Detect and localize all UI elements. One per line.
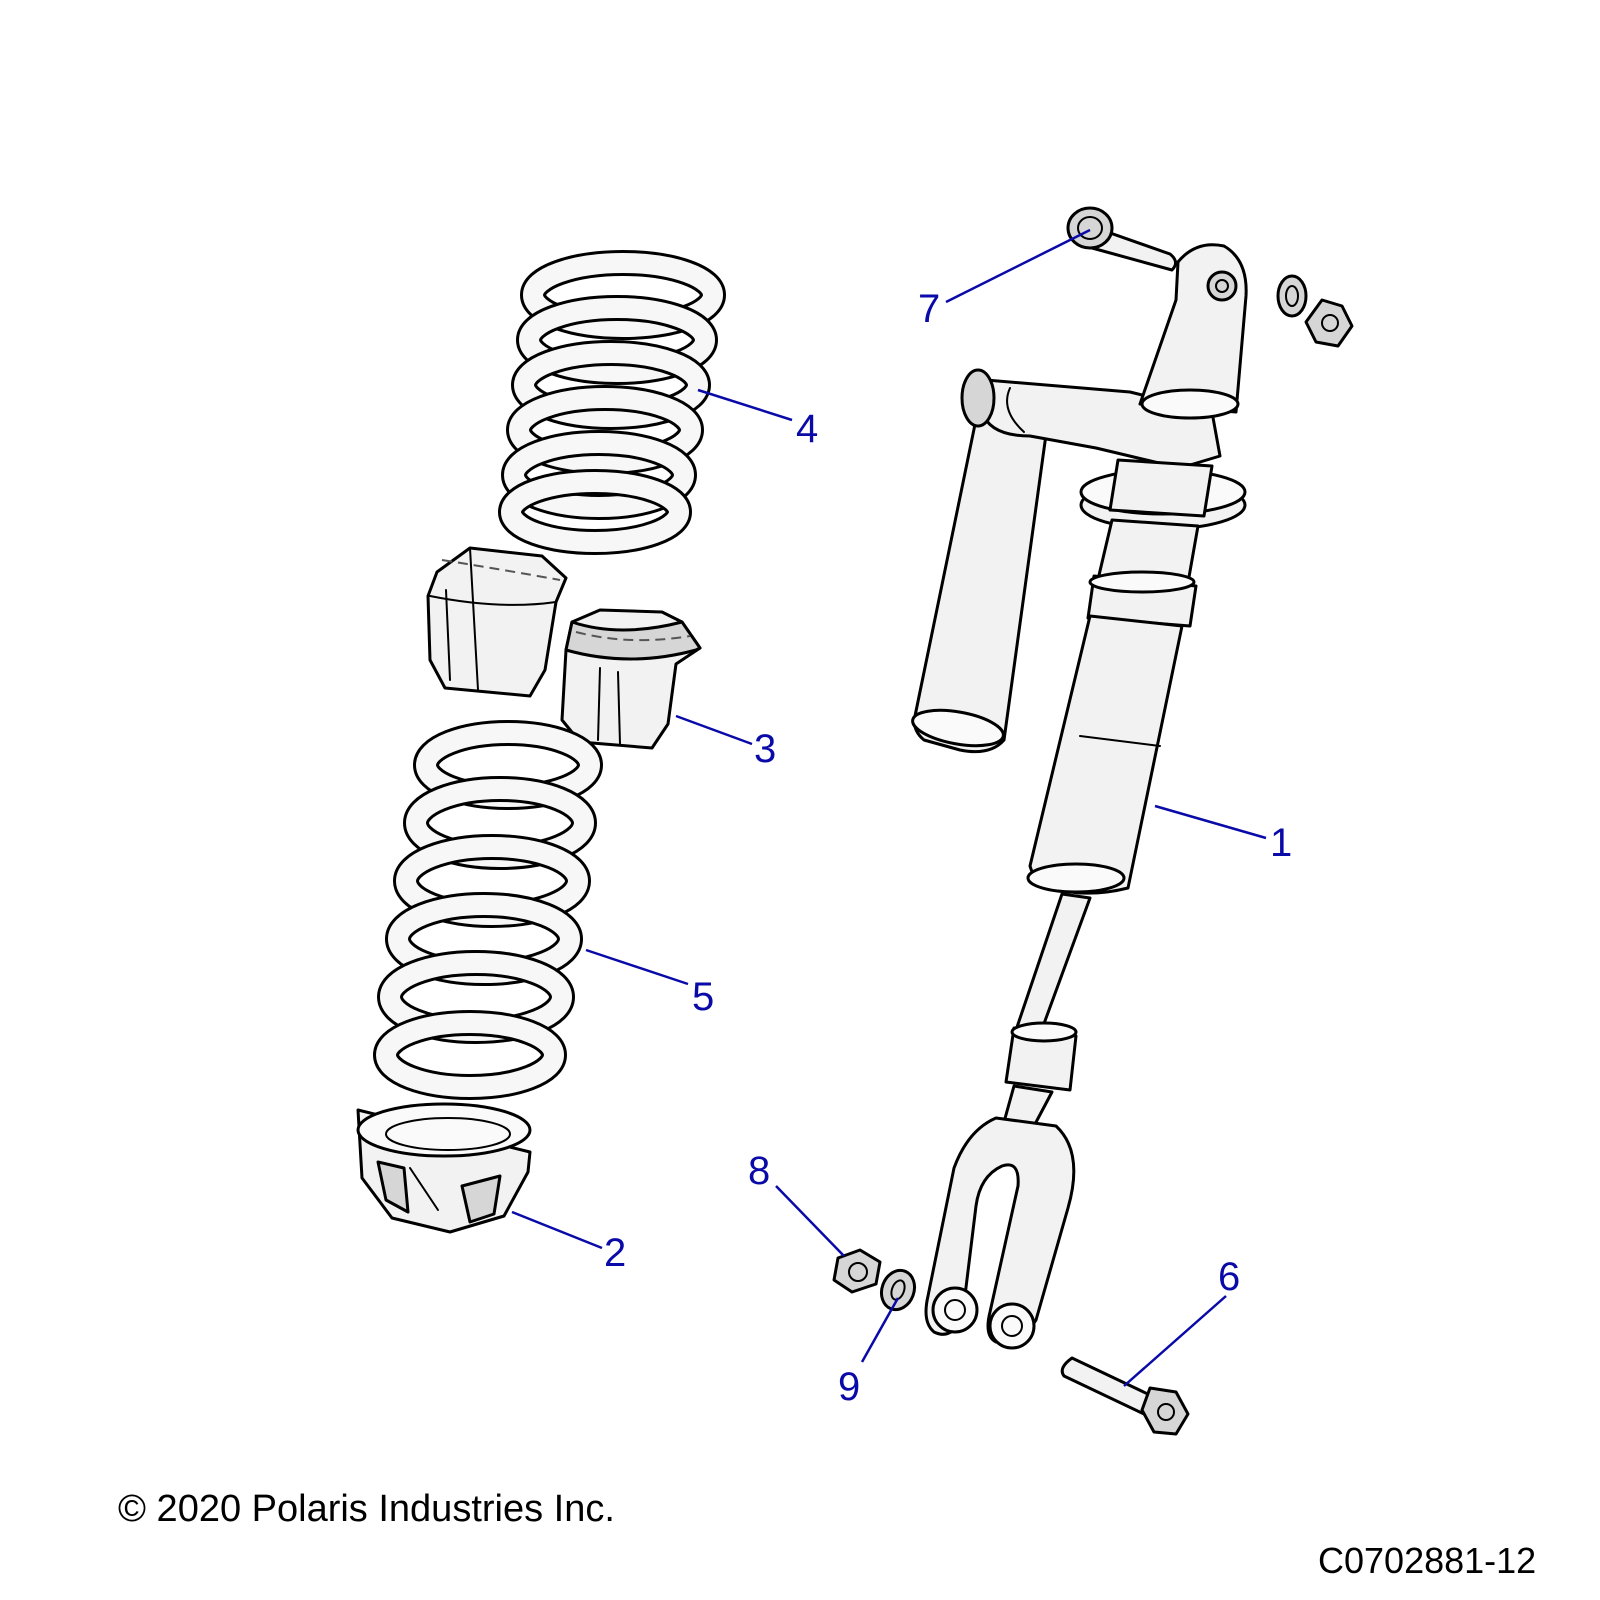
callout-8: 8 <box>748 1149 845 1257</box>
lower-nut <box>832 1248 882 1294</box>
callout-2-label: 2 <box>604 1231 626 1275</box>
upper-spring <box>498 250 726 555</box>
callout-7: 7 <box>918 228 1091 331</box>
spring-retainer <box>356 1102 532 1234</box>
callout-5: 5 <box>585 948 714 1019</box>
drawing-number: C0702881-12 <box>1318 1540 1537 1581</box>
callout-4: 4 <box>697 388 818 451</box>
upper-washer <box>1276 274 1308 318</box>
upper-bolt <box>1066 206 1177 272</box>
spring-adapter-left <box>426 546 568 698</box>
callout-3: 3 <box>675 714 776 771</box>
callout-6-label: 6 <box>1218 1255 1240 1299</box>
callout-9: 9 <box>838 1297 900 1409</box>
callout-6: 6 <box>1123 1255 1240 1387</box>
upper-nut <box>1304 298 1354 348</box>
shock-absorber <box>911 243 1248 1350</box>
callout-7-label: 7 <box>918 287 940 331</box>
lower-washer <box>879 1268 917 1312</box>
callout-8-label: 8 <box>748 1149 770 1193</box>
callout-9-label: 9 <box>838 1365 860 1409</box>
main-spring <box>373 720 603 1100</box>
callout-2: 2 <box>511 1210 626 1275</box>
callout-4-label: 4 <box>796 407 818 451</box>
callout-3-label: 3 <box>754 727 776 771</box>
callout-1: 1 <box>1154 804 1292 865</box>
spring-adapter-right <box>560 608 702 750</box>
lower-bolt <box>1060 1356 1190 1436</box>
callout-5-label: 5 <box>692 975 714 1019</box>
copyright-notice: © 2020 Polaris Industries Inc. <box>118 1488 615 1530</box>
callout-1-label: 1 <box>1270 821 1292 865</box>
